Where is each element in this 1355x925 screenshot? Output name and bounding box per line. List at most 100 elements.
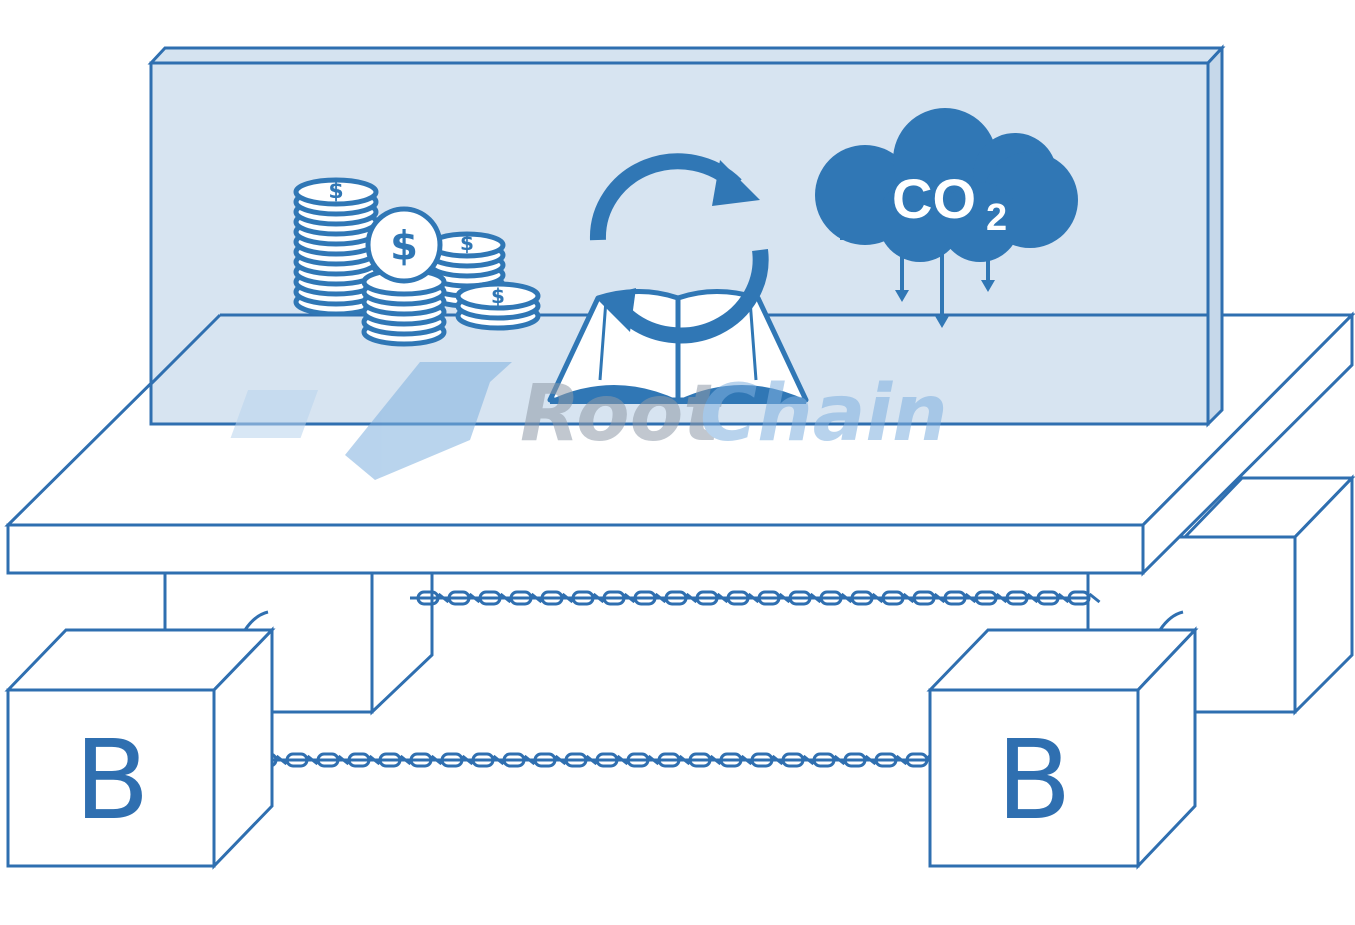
chain-link xyxy=(502,752,526,768)
chain-link xyxy=(726,590,750,606)
chain-connector xyxy=(616,754,629,766)
chain-connector xyxy=(809,592,822,604)
book-cycle-icon xyxy=(547,153,809,404)
chain-link xyxy=(478,590,502,606)
chain-link xyxy=(316,752,340,768)
chain-link xyxy=(757,590,781,606)
chain-connector xyxy=(585,754,598,766)
chain-connector xyxy=(654,592,667,604)
chain-connector xyxy=(778,592,791,604)
chain-connector xyxy=(747,592,760,604)
dollar-sign: $ xyxy=(390,223,418,269)
chain-connector xyxy=(771,754,784,766)
chain-connector xyxy=(802,754,815,766)
chain-link xyxy=(695,590,719,606)
chain-link xyxy=(440,752,464,768)
chain-link xyxy=(874,752,898,768)
watermark-chain: Chain xyxy=(700,369,948,459)
co2-cloud-icon: CO 2 xyxy=(815,108,1078,328)
chain-connector xyxy=(468,592,481,604)
left-block-cube: B xyxy=(4,610,276,870)
chain-link xyxy=(595,752,619,768)
chain-link xyxy=(285,752,309,768)
dollar-sign: $ xyxy=(491,284,505,308)
chain-connector xyxy=(275,754,288,766)
right-block-cube: B xyxy=(926,610,1199,870)
chain-connector xyxy=(306,754,319,766)
chain-connector xyxy=(592,592,605,604)
chain-connector xyxy=(933,592,946,604)
chain-link xyxy=(447,590,471,606)
chain-link xyxy=(1067,590,1091,606)
chain-connector xyxy=(492,754,505,766)
chain-link xyxy=(571,590,595,606)
chain-connector xyxy=(337,754,350,766)
right-block-label: B xyxy=(996,716,1071,844)
chain-connector xyxy=(561,592,574,604)
rootchain-watermark: Root Chain xyxy=(230,362,948,480)
chain-connector xyxy=(840,592,853,604)
chain-connector xyxy=(678,754,691,766)
chain-link xyxy=(812,752,836,768)
chain-link xyxy=(540,590,564,606)
chain-connector xyxy=(647,754,660,766)
chain-link xyxy=(471,752,495,768)
chain-link xyxy=(719,752,743,768)
chain-link xyxy=(843,752,867,768)
chain-connector xyxy=(523,754,536,766)
chain-link xyxy=(533,752,557,768)
chain-connector xyxy=(833,754,846,766)
chain-connector xyxy=(499,592,512,604)
chain-link xyxy=(1005,590,1029,606)
chain-link xyxy=(657,752,681,768)
chain-link xyxy=(602,590,626,606)
chain-connector xyxy=(1057,592,1070,604)
co2-label: CO xyxy=(892,167,976,230)
chain-connector xyxy=(716,592,729,604)
chain-link xyxy=(416,590,440,606)
chain-link xyxy=(633,590,657,606)
chain-link xyxy=(378,752,402,768)
chain-link xyxy=(781,752,805,768)
chain-link xyxy=(943,590,967,606)
chain-connector xyxy=(399,754,412,766)
chain-link xyxy=(664,590,688,606)
chain-link xyxy=(912,590,936,606)
chain-connector xyxy=(430,754,443,766)
chain-connector xyxy=(623,592,636,604)
chain-link xyxy=(881,590,905,606)
chain-link xyxy=(509,590,533,606)
chain-connector xyxy=(368,754,381,766)
lower-chain xyxy=(248,752,939,768)
chain-connector xyxy=(437,592,450,604)
co2-subscript: 2 xyxy=(986,197,1007,239)
chain-link xyxy=(905,752,929,768)
chain-connector xyxy=(871,592,884,604)
left-block-label: B xyxy=(74,716,149,844)
chain-connector xyxy=(709,754,722,766)
chain-connector xyxy=(554,754,567,766)
chain-link xyxy=(819,590,843,606)
chain-link xyxy=(688,752,712,768)
chain-link xyxy=(564,752,588,768)
coins-icon: $$$$ xyxy=(293,177,541,347)
chain-connector xyxy=(864,754,877,766)
coin xyxy=(293,177,379,207)
chain-link xyxy=(626,752,650,768)
chain-connector xyxy=(995,592,1008,604)
chain-connector xyxy=(530,592,543,604)
chain-connector xyxy=(895,754,908,766)
chain-connector xyxy=(461,754,474,766)
chain-connector xyxy=(902,592,915,604)
chain-connector xyxy=(964,592,977,604)
chain-link xyxy=(750,752,774,768)
watermark-root: Root xyxy=(520,369,723,459)
upper-chain xyxy=(410,590,1101,606)
chain-link xyxy=(347,752,371,768)
chain-connector xyxy=(685,592,698,604)
dollar-coin xyxy=(365,206,443,284)
chain-connector xyxy=(1026,592,1039,604)
dollar-sign: $ xyxy=(328,179,343,204)
chain-link xyxy=(850,590,874,606)
